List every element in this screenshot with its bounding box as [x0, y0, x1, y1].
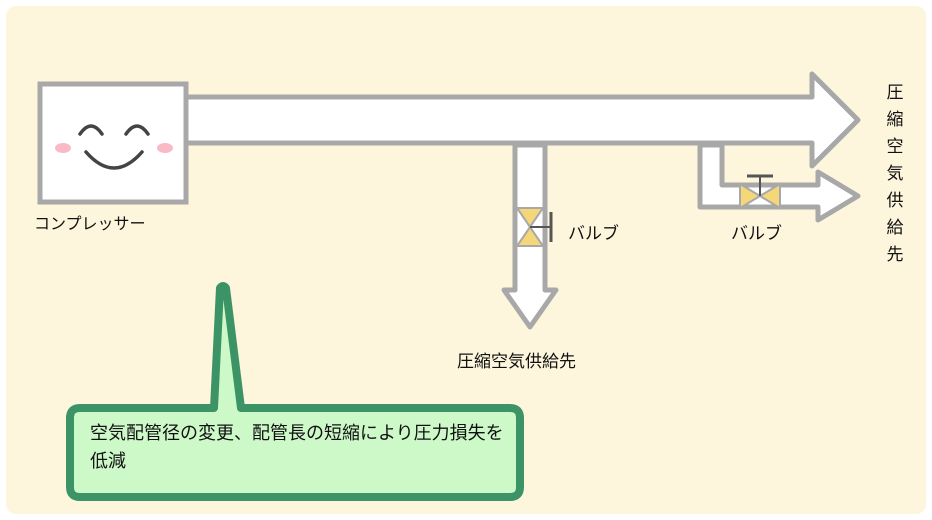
compressor [37, 81, 189, 205]
compressor-box [37, 81, 189, 205]
compressor-left-eye [78, 124, 104, 136]
valve-2 [739, 174, 781, 210]
valve-2-label: バルブ [731, 224, 782, 244]
valve-1-body [515, 207, 545, 229]
branch-pipe-right [697, 142, 861, 223]
compressor-mouth [84, 150, 144, 170]
callout-text: 空気配管径の変更、配管長の短縮により圧力損失を低減 [90, 423, 504, 472]
compressor-right-cheek [157, 143, 173, 153]
valve-1-label: バルブ [568, 224, 619, 244]
valve-1 [515, 207, 553, 247]
destination-right-label: 圧縮空気供給先 [886, 83, 904, 265]
compressor-left-cheek [55, 143, 71, 153]
callout-box [66, 282, 524, 501]
compressor-label: コンプレッサー [34, 214, 146, 233]
main-pipe-arrow [183, 71, 861, 169]
compressor-right-eye [124, 124, 150, 136]
destination-bottom-label: 圧縮空気供給先 [457, 352, 576, 372]
valve-2-body [739, 182, 762, 210]
